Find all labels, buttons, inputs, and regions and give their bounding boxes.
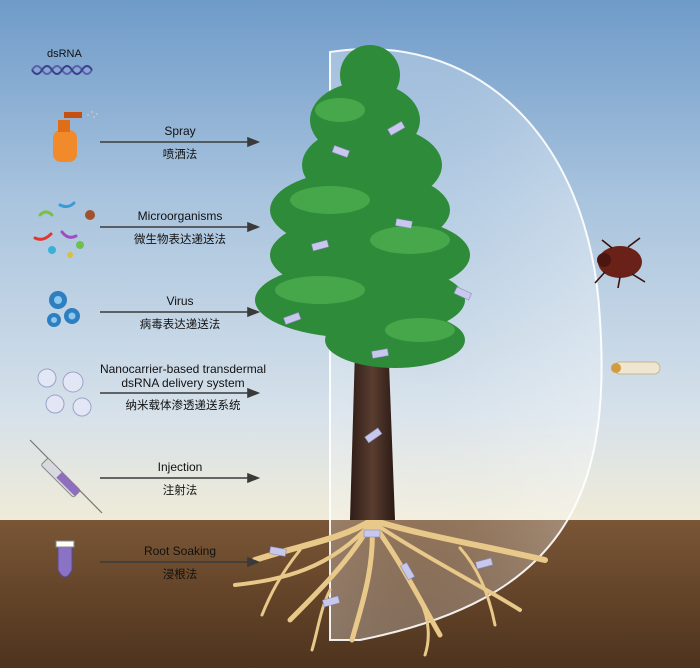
nanocarrier-label-zh: 纳米载体渗透递送系统	[125, 398, 241, 412]
nanocarrier-label-line1: Nanocarrier-based transdermal	[99, 362, 267, 376]
spray-label-zh: 喷洒法	[162, 147, 198, 161]
dsrna-helix-icon	[31, 65, 93, 75]
microorganisms-icon	[33, 201, 95, 258]
root-soaking-label-zh: 浸根法	[162, 567, 198, 581]
syringe-icon	[29, 439, 103, 514]
virus-label-zh: 病毒表达递送法	[139, 317, 221, 331]
injection-label-zh: 注射法	[162, 483, 198, 497]
virus-label: Virus	[166, 294, 194, 308]
dsrna-tags	[269, 120, 494, 608]
nanocarrier-label-line2: dsRNA delivery system	[121, 376, 245, 390]
spray-bottle-icon	[53, 111, 98, 162]
nanocarrier-icon	[37, 368, 92, 417]
larva-icon	[611, 361, 661, 375]
injection-label: Injection	[157, 460, 203, 474]
virus-icon	[47, 291, 80, 327]
root-soaking-label: Root Soaking	[143, 544, 217, 558]
arrows	[100, 136, 261, 568]
microorganisms-label: Microorganisms	[137, 209, 223, 223]
dsrna-legend-label: dsRNA	[47, 48, 82, 60]
beetle-icon	[594, 237, 646, 289]
microorganisms-label-zh: 微生物表达递送法	[134, 232, 226, 246]
tube-icon	[55, 540, 75, 578]
spray-label: Spray	[164, 124, 196, 138]
tree-roots	[233, 517, 548, 657]
